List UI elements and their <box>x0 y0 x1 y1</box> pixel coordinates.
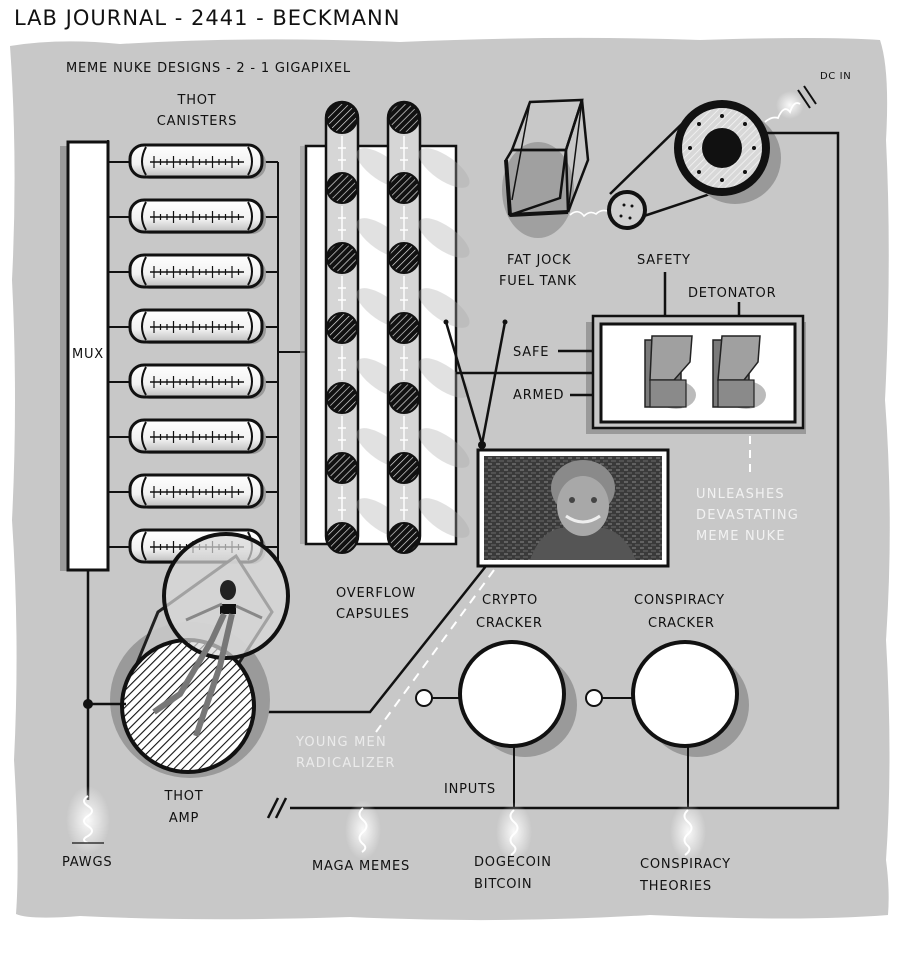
thot-canister <box>108 143 278 179</box>
ground-break-1 <box>266 797 280 819</box>
ground-break-2 <box>274 797 288 819</box>
thot-canister <box>108 308 278 344</box>
unleashes-label-3: MEME NUKE <box>696 529 786 544</box>
dc-in-label: DC IN <box>820 71 851 82</box>
thot-canister <box>108 253 278 289</box>
fuel-spark-wire <box>569 209 611 218</box>
dogecoin-label-1: DOGECOIN <box>474 855 552 870</box>
crypto-cracker-dial <box>458 640 566 748</box>
conspiracy-cracker-label-2: CRACKER <box>648 616 715 631</box>
mux-label: MUX <box>72 347 104 362</box>
dc-in-cap-plate-1 <box>797 89 811 109</box>
young-men-label-1: YOUNG MEN <box>295 735 387 750</box>
overflow-capsule <box>388 382 470 468</box>
overflow-capsule <box>326 522 358 554</box>
overflow-capsule <box>388 172 470 258</box>
thot-canister <box>108 198 278 234</box>
overflow-capsule <box>388 242 470 328</box>
crypto-cracker-port <box>415 689 433 707</box>
overflow-capsules-label-1: OVERFLOW <box>336 586 416 601</box>
thot-canisters-label-2: CANISTERS <box>157 114 237 129</box>
overflow-capsule <box>388 452 470 538</box>
antenna-right <box>480 321 507 445</box>
overflow-capsule <box>388 312 470 398</box>
overflow-capsules-group <box>324 100 470 554</box>
maga-memes-input <box>345 800 381 860</box>
antenna-left <box>444 321 484 445</box>
tv-to-amp-wire <box>244 565 487 714</box>
crypto-cracker-label-1: CRYPTO <box>482 593 538 608</box>
detonator-toggle-switch[interactable] <box>712 335 766 409</box>
dogecoin-label-2: BITCOIN <box>474 877 532 892</box>
armed-label: ARMED <box>513 388 564 403</box>
thot-canister <box>108 418 278 454</box>
conspiracy-cracker-dial <box>631 640 739 748</box>
journal-title: LAB JOURNAL - 2441 - BECKMANN <box>14 6 401 30</box>
detonator-label: DETONATOR <box>688 286 776 301</box>
thot-canisters-label-1: THOT <box>176 93 216 108</box>
fuel-tank-label-2: FUEL TANK <box>499 274 577 289</box>
thot-canister <box>108 363 278 399</box>
safe-label: SAFE <box>513 345 549 360</box>
thot-amp-label-1: THOT <box>163 789 203 804</box>
dc-in-glow <box>776 91 804 119</box>
safety-label: SAFETY <box>637 253 691 268</box>
conspiracy-theories-label-2: THEORIES <box>639 879 712 894</box>
fuel-tank-label-1: FAT JOCK <box>507 253 571 268</box>
dancer-figure <box>152 580 263 737</box>
pawgs-label: PAWGS <box>62 855 112 870</box>
thot-amp <box>110 532 290 778</box>
pawgs-input <box>66 786 110 854</box>
overflow-capsule <box>388 102 470 188</box>
antenna-tip-right <box>502 319 508 325</box>
fuel-tank <box>502 98 590 238</box>
overflow-capsule <box>388 522 420 554</box>
conspiracy-theories-input <box>670 802 706 862</box>
conspiracy-theories-label-1: CONSPIRACY <box>640 857 731 872</box>
safety-toggle-switch[interactable] <box>644 335 696 409</box>
switch-box-panel <box>599 322 797 424</box>
conspiracy-cracker-label-1: CONSPIRACY <box>634 593 725 608</box>
radicalizer-pointer <box>375 569 495 733</box>
diagram-title: MEME NUKE DESIGNS - 2 - 1 GIGAPIXEL <box>66 61 351 76</box>
antenna-base <box>478 441 486 449</box>
dogecoin-input <box>496 802 532 862</box>
tv-portrait <box>530 460 636 560</box>
inputs-label: INPUTS <box>444 782 496 797</box>
dc-in-spark <box>764 102 801 123</box>
capsule-column <box>386 100 470 554</box>
conspiracy-cracker-port <box>585 689 603 707</box>
power-loop-wire <box>290 131 840 810</box>
young-men-label-2: RADICALIZER <box>296 756 396 771</box>
thot-canister <box>108 473 278 509</box>
unleashes-label-1: UNLEASHES <box>696 487 785 502</box>
unleashes-label-2: DEVASTATING <box>696 508 799 523</box>
crypto-cracker-label-2: CRACKER <box>476 616 543 631</box>
antenna-tip-left <box>443 319 449 325</box>
thot-amp-label-2: AMP <box>169 811 199 826</box>
dc-in-cap-plate-2 <box>803 85 817 105</box>
maga-memes-label: MAGA MEMES <box>312 859 410 874</box>
capsule-column <box>324 100 408 554</box>
belt-drive <box>607 100 781 230</box>
overflow-capsules-label-2: CAPSULES <box>336 607 410 622</box>
